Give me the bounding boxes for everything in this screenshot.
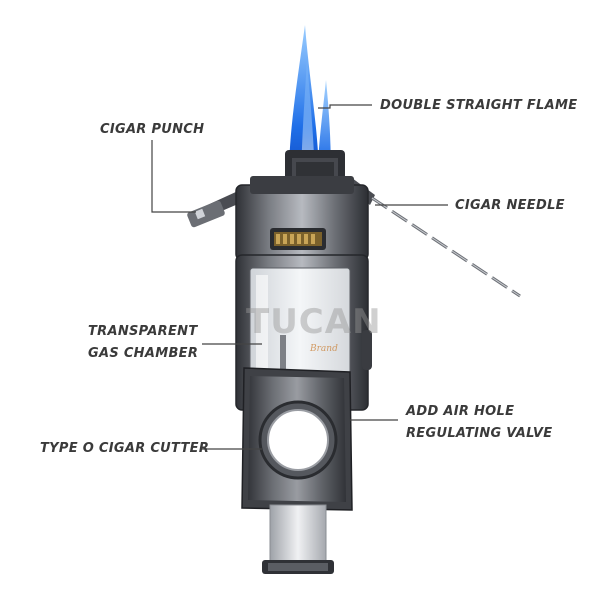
- cigar-cutter: [241, 367, 353, 574]
- label-cigar-needle: CIGAR NEEDLE: [455, 198, 565, 213]
- label-cutter: TYPE O CIGAR CUTTER: [40, 441, 210, 456]
- label-double-flame: DOUBLE STRAIGHT FLAME: [380, 98, 578, 113]
- label-gas-chamber-line2: GAS CHAMBER: [88, 346, 199, 361]
- label-air-valve-line2: REGULATING VALVE: [406, 426, 553, 441]
- label-gas-chamber-line1: TRANSPARENT: [88, 324, 198, 339]
- watermark-sub: Brand: [310, 344, 338, 354]
- label-cigar-punch: CIGAR PUNCH: [100, 122, 205, 137]
- leader-lines: [151, 104, 448, 450]
- watermark-brand: TUCAN: [246, 302, 382, 342]
- label-air-valve-line1: ADD AIR HOLE: [406, 404, 515, 419]
- lighter-body-upper: [235, 176, 369, 261]
